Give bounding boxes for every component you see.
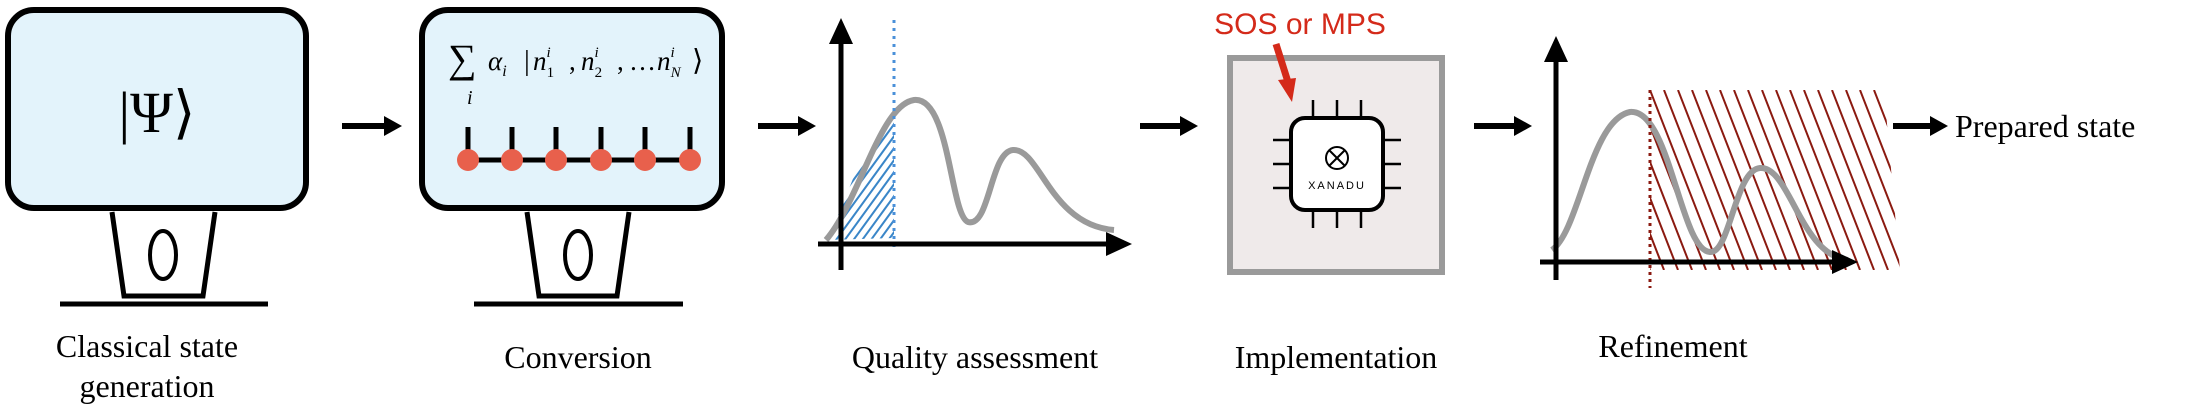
quantum-chip-icon: XANADU [1273,100,1401,228]
right-arrow-icon [1474,116,1532,136]
monitor-icon [5,7,309,307]
mps-chain [457,127,701,171]
distribution-curve [823,97,1115,242]
refinement-plot [1540,36,1900,288]
mps-node [501,149,523,171]
mps-node [545,149,567,171]
mps-node [457,149,479,171]
callout-arrow [1272,42,1296,102]
plot-axes [1540,36,1858,280]
implementation-panel: XANADU SOS or MPS [1214,8,1445,275]
classical-monitor: |Ψ⟩ [5,7,309,307]
right-arrow-icon [1140,116,1198,136]
sum-symbol: ∑ [448,36,477,81]
caption-quality: Quality assessment [852,339,1098,375]
alpha-coefficient: αi [488,46,507,80]
distribution-curve [1549,109,1849,263]
sum-index: i [467,87,473,109]
caption-conversion: Conversion [504,339,652,375]
formula-comma-1: , [569,46,576,76]
psi-ket-symbol: |Ψ⟩ [118,80,195,145]
caption-refinement: Refinement [1598,328,1747,364]
prepared-state-label: Prepared state [1955,108,2135,144]
mps-node [634,149,656,171]
right-arrow-icon [758,116,816,136]
quality-plot [818,18,1132,270]
caption-classical-line2: generation [79,368,214,404]
chip-label: XANADU [1308,180,1366,192]
xanadu-logo: XANADU [1308,146,1366,192]
plot-axes [818,18,1132,270]
formula-ellipsis: … [629,46,656,76]
ket-close: ⟩ [692,45,703,77]
caption-classical-line1: Classical state [56,328,238,364]
mps-node [590,149,612,171]
caption-implementation: Implementation [1235,339,1438,375]
right-arrow-icon [1893,116,1948,136]
formula-comma-2: , [617,46,624,76]
right-arrow-icon [342,116,402,136]
callout-sos-mps: SOS or MPS [1214,8,1386,41]
mps-node [679,149,701,171]
ket-open-bar: | [524,45,530,77]
hatched-rejection-region [1650,90,1900,270]
